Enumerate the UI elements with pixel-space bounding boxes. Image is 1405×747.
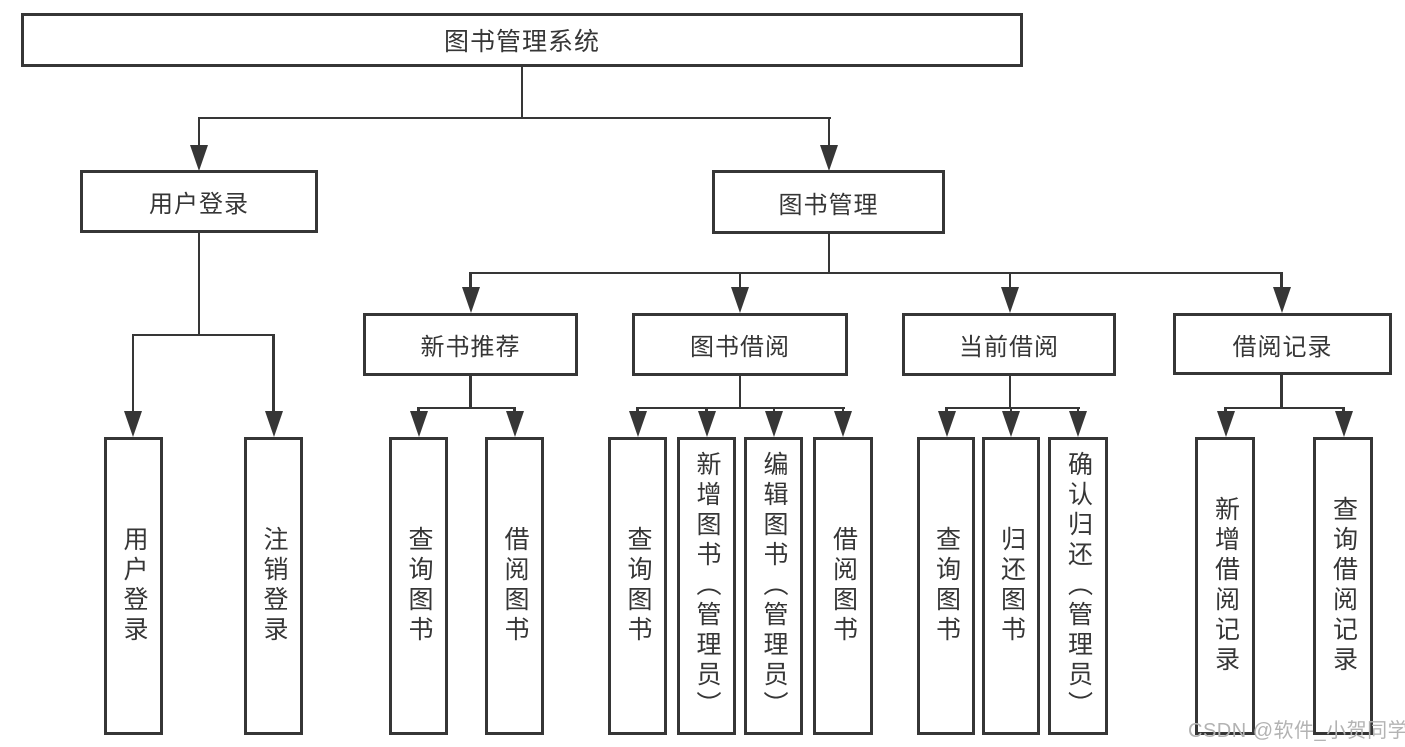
leaf-user-login-label: 用户登录	[120, 526, 148, 646]
connector-drop-leaf-user-login	[131, 334, 135, 412]
connector-record-rail	[1224, 406, 1345, 409]
connector-drop-user-login	[197, 117, 201, 145]
arrow-down-current-borrow	[1001, 287, 1019, 313]
leaf-record-query-record-label: 查询借阅记录	[1329, 496, 1358, 676]
connector-recommend-rail	[417, 406, 516, 409]
leaf-borrow-add-books-admin-label: 新增图书（管理员）	[693, 451, 721, 721]
csdn-watermark: CSDN @软件_小贺同学	[1188, 720, 1405, 742]
leaf-logout-label: 注销登录	[260, 526, 288, 646]
arrow-down-user-login	[190, 145, 208, 171]
connector-current-stub	[1008, 375, 1012, 408]
node-book-borrow: 图书借阅	[632, 313, 848, 376]
connector-login-stub	[197, 232, 201, 336]
leaf-record-add-record-label: 新增借阅记录	[1211, 496, 1240, 676]
arrow-down-recommend	[461, 287, 480, 313]
leaf-recommend-query-books: 查询图书	[389, 437, 448, 735]
leaf-current-return-books: 归还图书	[982, 437, 1040, 735]
leaf-current-query-books-label: 查询图书	[932, 526, 961, 646]
leaf-user-login: 用户登录	[104, 437, 163, 735]
connector-record-stub	[1280, 375, 1283, 408]
node-user-login: 用户登录	[80, 170, 318, 233]
leaf-borrow-add-books-admin: 新增图书（管理员）	[677, 437, 736, 735]
leaf-recommend-query-books-label: 查询图书	[405, 526, 433, 646]
arrow-down-borrow-record	[1272, 287, 1291, 313]
leaf-borrow-edit-books-admin-label: 编辑图书（管理员）	[760, 451, 788, 721]
leaf-current-confirm-return-admin-label: 确认归还（管理员）	[1064, 451, 1093, 721]
arrow-down-book-borrow	[731, 287, 749, 313]
leaf-borrow-edit-books-admin: 编辑图书（管理员）	[744, 437, 803, 735]
connector-root-rail	[198, 116, 831, 119]
connector-root-stub	[520, 66, 524, 118]
arrow-down-leaf	[1334, 411, 1353, 437]
arrow-down-leaf	[697, 411, 716, 437]
arrow-down-leaf	[1216, 411, 1235, 437]
arrow-down-leaf	[628, 411, 647, 437]
arrow-down-leaf	[505, 411, 524, 437]
connector-current-rail	[945, 406, 1080, 409]
connector-login-rail	[132, 333, 272, 337]
arrow-down-leaf	[834, 411, 852, 437]
connector-manage-stub	[827, 233, 831, 274]
connector-drop-leaf-logout	[272, 334, 275, 412]
node-current-borrow: 当前借阅	[902, 313, 1116, 376]
leaf-recommend-borrow-books: 借阅图书	[485, 437, 544, 735]
connector-drop-current-borrow	[1008, 272, 1012, 288]
arrow-down-leaf	[1069, 411, 1087, 437]
connector-drop-book-manage	[827, 117, 831, 145]
arrow-down-leaf	[1002, 411, 1020, 437]
arrow-down-leaf	[937, 411, 956, 437]
leaf-borrow-borrow-books-label: 借阅图书	[829, 526, 858, 646]
node-new-book-recommend: 新书推荐	[363, 313, 578, 376]
connector-drop-book-borrow	[738, 272, 742, 288]
leaf-recommend-borrow-books-label: 借阅图书	[501, 526, 529, 646]
connector-recommend-stub	[469, 375, 472, 408]
leaf-borrow-query-books: 查询图书	[608, 437, 667, 735]
leaf-record-query-record: 查询借阅记录	[1313, 437, 1373, 735]
arrow-down-leaf	[765, 411, 783, 437]
arrow-down-book-manage	[820, 145, 838, 171]
leaf-current-return-books-label: 归还图书	[997, 526, 1026, 646]
leaf-logout: 注销登录	[244, 437, 303, 735]
node-root-system: 图书管理系统	[21, 13, 1023, 67]
leaf-borrow-query-books-label: 查询图书	[624, 526, 652, 646]
leaf-current-confirm-return-admin: 确认归还（管理员）	[1048, 437, 1108, 735]
node-book-manage: 图书管理	[712, 170, 945, 234]
connector-drop-recommend	[469, 272, 472, 288]
connector-drop-borrow-record	[1280, 272, 1283, 288]
arrow-down-leaf-logout	[264, 411, 283, 437]
connector-manage-rail	[469, 271, 1282, 274]
leaf-record-add-record: 新增借阅记录	[1195, 437, 1255, 735]
arrow-down-leaf	[409, 411, 428, 437]
arrow-down-leaf-user-login	[124, 411, 142, 437]
connector-book-borrow-stub	[738, 375, 742, 408]
leaf-current-query-books: 查询图书	[917, 437, 975, 735]
leaf-borrow-borrow-books: 借阅图书	[813, 437, 873, 735]
connector-book-borrow-rail	[636, 406, 845, 409]
node-borrow-record: 借阅记录	[1173, 313, 1392, 375]
